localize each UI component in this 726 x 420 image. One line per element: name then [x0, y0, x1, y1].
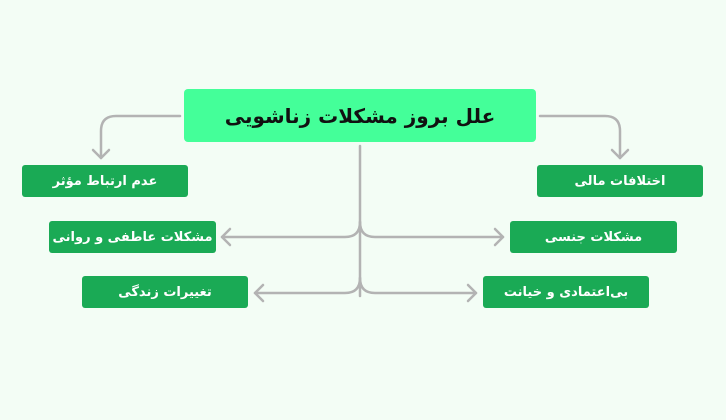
node-label: مشکلات عاطفی و روانی: [52, 229, 213, 245]
root-node: علل بروز مشکلات زناشویی: [184, 89, 536, 142]
node-distrust-infidelity: بی‌اعتمادی و خیانت: [483, 276, 649, 308]
node-life-changes: تغییرات زندگی: [82, 276, 248, 308]
node-label: عدم ارتباط مؤثر: [52, 173, 158, 189]
node-label: تغییرات زندگی: [118, 284, 212, 300]
node-sexual-problems: مشکلات جنسی: [510, 221, 677, 253]
node-financial-disputes: اختلافات مالی: [537, 165, 703, 197]
node-label: اختلافات مالی: [574, 173, 666, 189]
node-label: مشکلات جنسی: [544, 229, 643, 245]
node-emotional-psychological-problems: مشکلات عاطفی و روانی: [49, 221, 216, 253]
root-node-label: علل بروز مشکلات زناشویی: [224, 103, 496, 128]
node-label: بی‌اعتمادی و خیانت: [503, 284, 629, 300]
node-ineffective-communication: عدم ارتباط مؤثر: [22, 165, 188, 197]
